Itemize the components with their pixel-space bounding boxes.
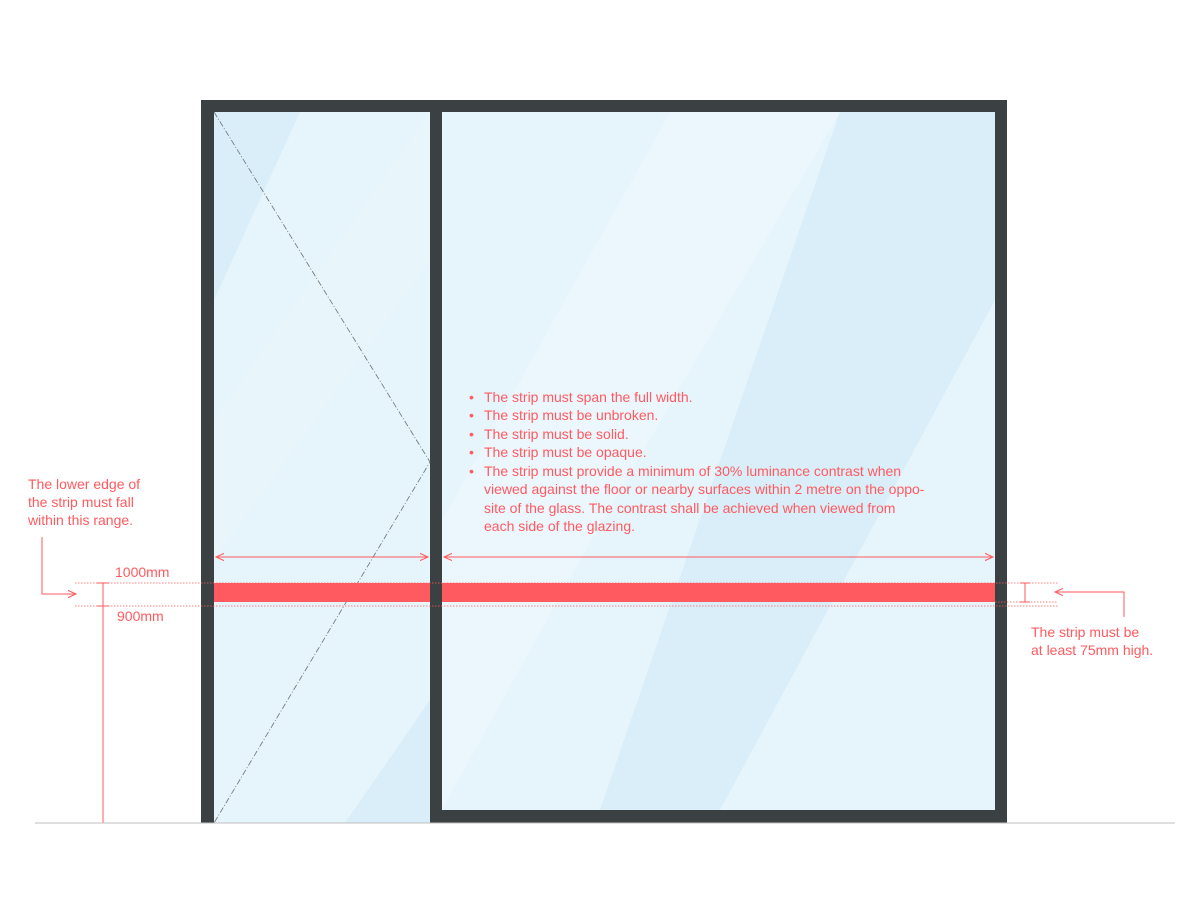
door-swing-indicator bbox=[213, 111, 431, 824]
requirement-contrast-line-2: viewed against the floor or nearby surfa… bbox=[484, 481, 925, 497]
requirement-contrast-line-4: each side of the glazing. bbox=[484, 518, 635, 534]
requirements-list: • The strip must span the full width. • … bbox=[469, 389, 925, 534]
requirement-contrast-line-1: The strip must provide a minimum of 30% … bbox=[484, 463, 901, 479]
lower-edge-note-line-3: within this range. bbox=[27, 512, 133, 528]
glass-reflection-band bbox=[214, 112, 300, 300]
requirement-opaque: The strip must be opaque. bbox=[484, 444, 647, 460]
requirement-full-width: The strip must span the full width. bbox=[484, 389, 693, 405]
lower-edge-callout-arrow bbox=[41, 537, 76, 594]
glass-reflection-band bbox=[214, 112, 430, 560]
manifestation-strip-left bbox=[214, 583, 430, 602]
bullet-marker: • bbox=[469, 463, 474, 479]
bullet-marker: • bbox=[469, 444, 474, 460]
left-glass-pane bbox=[214, 112, 430, 823]
bullet-marker: • bbox=[469, 407, 474, 423]
requirement-contrast-line-3: site of the glass. The contrast shall be… bbox=[484, 500, 895, 516]
height-label-1000mm: 1000mm bbox=[115, 564, 169, 580]
lower-edge-note-line-1: The lower edge of bbox=[28, 476, 140, 492]
strip-height-callout-arrow bbox=[1055, 592, 1125, 617]
strip-height-note-line-1: The strip must be bbox=[1031, 624, 1139, 640]
height-label-900mm: 900mm bbox=[117, 608, 164, 624]
glass-reflection-band bbox=[345, 700, 430, 823]
requirement-unbroken: The strip must be unbroken. bbox=[484, 407, 658, 423]
right-glass-pane bbox=[442, 112, 995, 810]
lower-edge-note-line-2: the strip must fall bbox=[28, 494, 134, 510]
requirement-solid: The strip must be solid. bbox=[484, 426, 629, 442]
manifestation-strip-right bbox=[442, 583, 995, 602]
strip-height-note-line-2: at least 75mm high. bbox=[1031, 642, 1153, 658]
bullet-marker: • bbox=[469, 426, 474, 442]
glass-reflection-band bbox=[442, 112, 840, 810]
bullet-marker: • bbox=[469, 389, 474, 405]
glass-reflection-band bbox=[600, 112, 995, 810]
